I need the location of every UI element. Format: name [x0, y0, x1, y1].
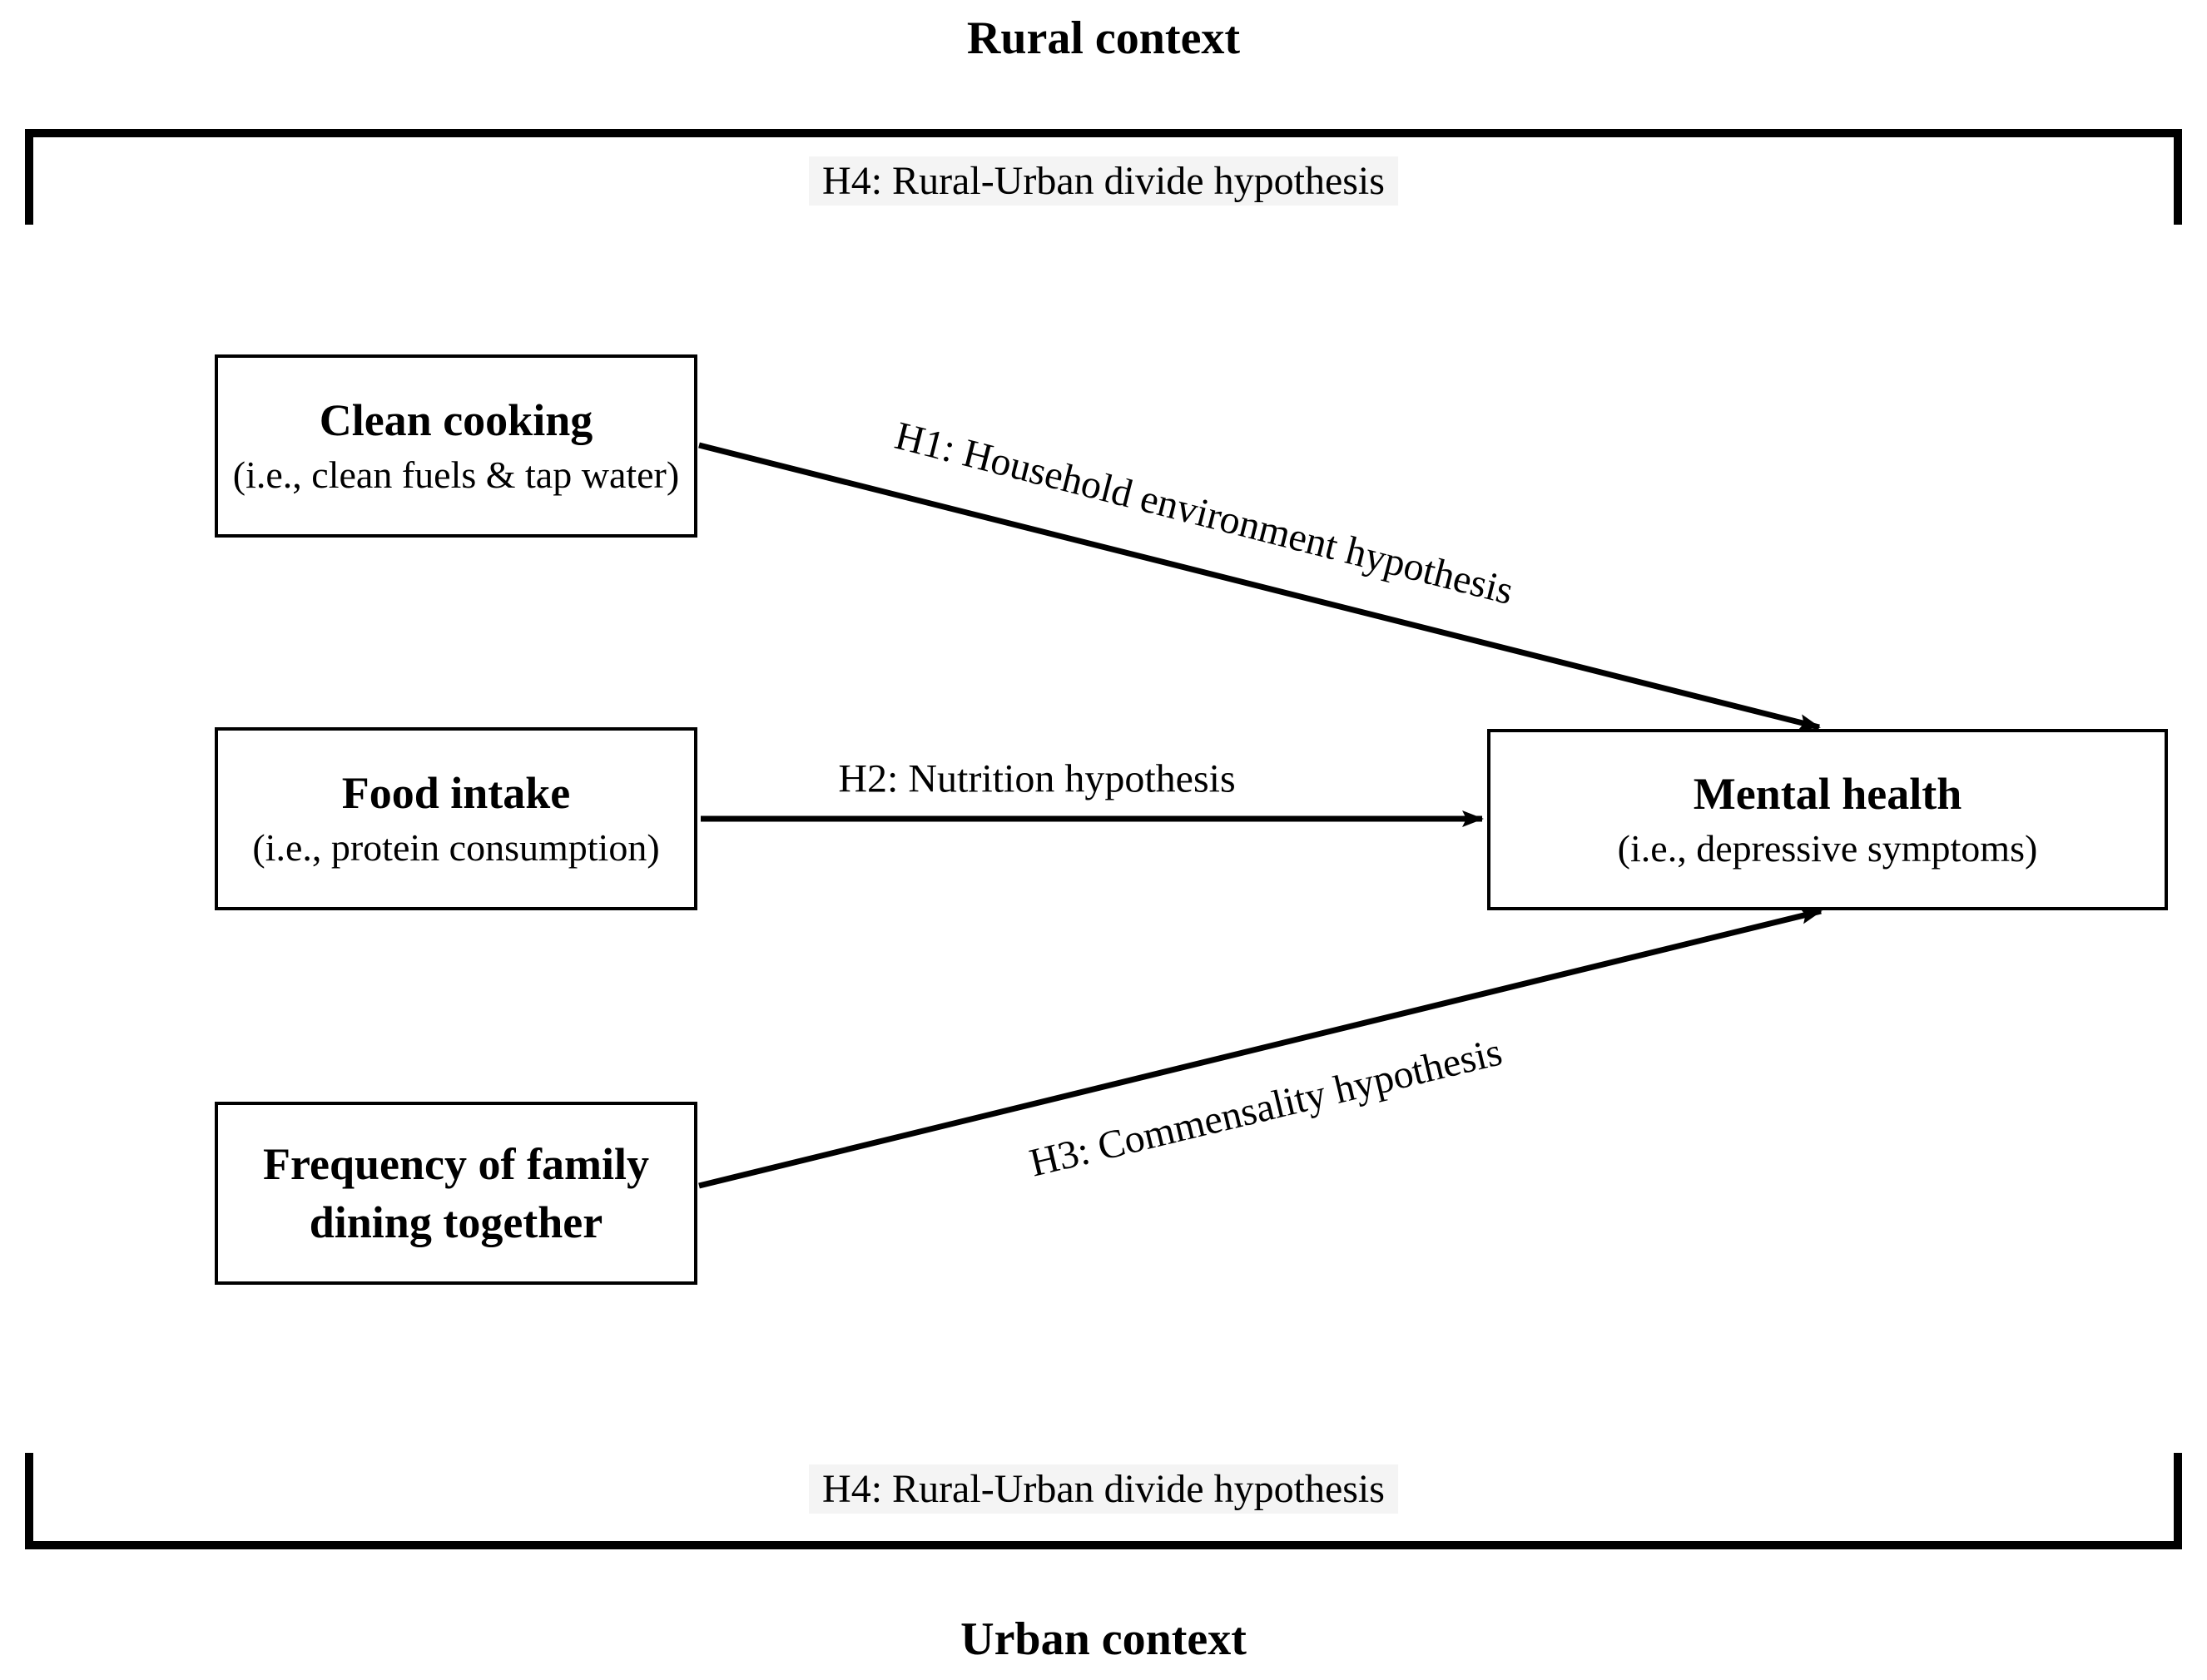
clean-cooking-subtitle: (i.e., clean fuels & tap water)	[232, 453, 680, 496]
rural-context-title: Rural context	[966, 12, 1241, 64]
food-intake-box: Food intake (i.e., protein consumption)	[215, 727, 697, 910]
clean-cooking-title: Clean cooking	[319, 395, 593, 445]
family-dining-title-line1: Frequency of family	[263, 1139, 649, 1189]
family-dining-box: Frequency of family dining together	[215, 1102, 697, 1285]
urban-context-title: Urban context	[960, 1613, 1247, 1665]
h2-hypothesis-label: H2: Nutrition hypothesis	[838, 756, 1236, 801]
clean-cooking-box: Clean cooking (i.e., clean fuels & tap w…	[215, 354, 697, 538]
rural-context-bracket	[25, 129, 2182, 225]
food-intake-subtitle: (i.e., protein consumption)	[252, 826, 660, 869]
family-dining-title-line2: dining together	[309, 1197, 603, 1247]
food-intake-title: Food intake	[341, 768, 571, 818]
mental-health-title: Mental health	[1693, 769, 1962, 819]
h1-arrow	[698, 442, 1821, 731]
mental-health-box: Mental health (i.e., depressive symptoms…	[1487, 729, 2168, 910]
h4-hypothesis-label-bottom: H4: Rural-Urban divide hypothesis	[809, 1464, 1398, 1514]
urban-context-bracket	[25, 1453, 2182, 1549]
mental-health-subtitle: (i.e., depressive symptoms)	[1617, 827, 2038, 870]
h4-hypothesis-label-top: H4: Rural-Urban divide hypothesis	[809, 156, 1398, 206]
h3-arrow	[698, 907, 1823, 1189]
